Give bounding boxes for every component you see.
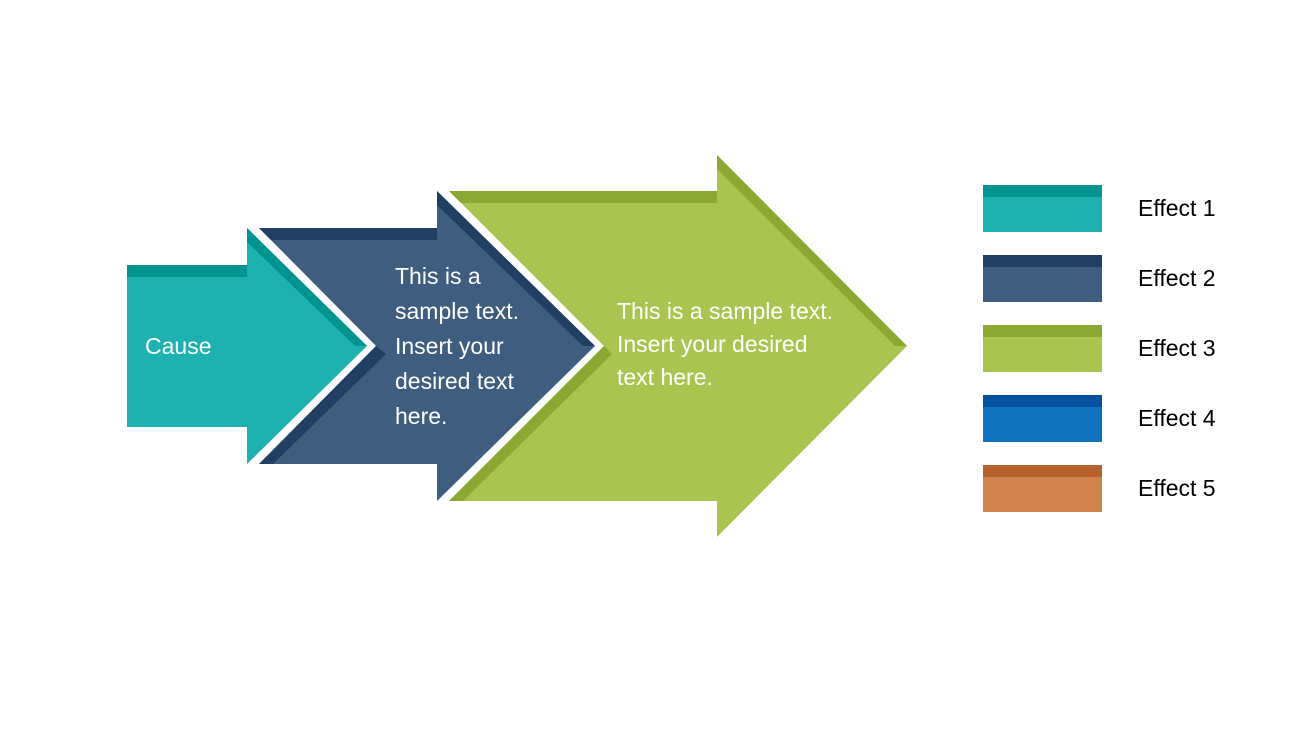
arrow3-edge-shade [717, 155, 907, 346]
arrow2-edge-shade [437, 191, 595, 346]
cause-label: Cause [145, 333, 212, 359]
legend-label-3: Effect 3 [1138, 335, 1216, 361]
cause-arrow-edge-shade [247, 228, 367, 346]
legend-label-5: Effect 5 [1138, 475, 1216, 501]
legend-label-4: Effect 4 [1138, 405, 1216, 431]
arrow3-notch-shade [449, 346, 612, 501]
arrow3-top-band [449, 191, 717, 203]
arrow2-text: This is a sample text. Insert your desir… [395, 263, 519, 429]
legend-label-1: Effect 1 [1138, 195, 1216, 221]
legend-swatch-2 [983, 255, 1102, 302]
legend-swatch-3 [983, 325, 1102, 372]
arrow3-body [449, 155, 907, 537]
arrow2-top-band [259, 228, 437, 240]
legend-label-2: Effect 2 [1138, 265, 1216, 291]
legend-swatch-5 [983, 465, 1102, 512]
effect-arrow-3 [449, 155, 907, 537]
effect-arrow-2 [259, 191, 595, 501]
cause-arrow [127, 228, 367, 464]
legend-swatch-1 [983, 185, 1102, 232]
arrow3-text: This is a sample text. Insert your desir… [617, 298, 834, 390]
cause-arrow-top-band [127, 265, 247, 277]
arrow2-notch-shade [259, 346, 386, 464]
legend-swatch-4 [983, 395, 1102, 442]
